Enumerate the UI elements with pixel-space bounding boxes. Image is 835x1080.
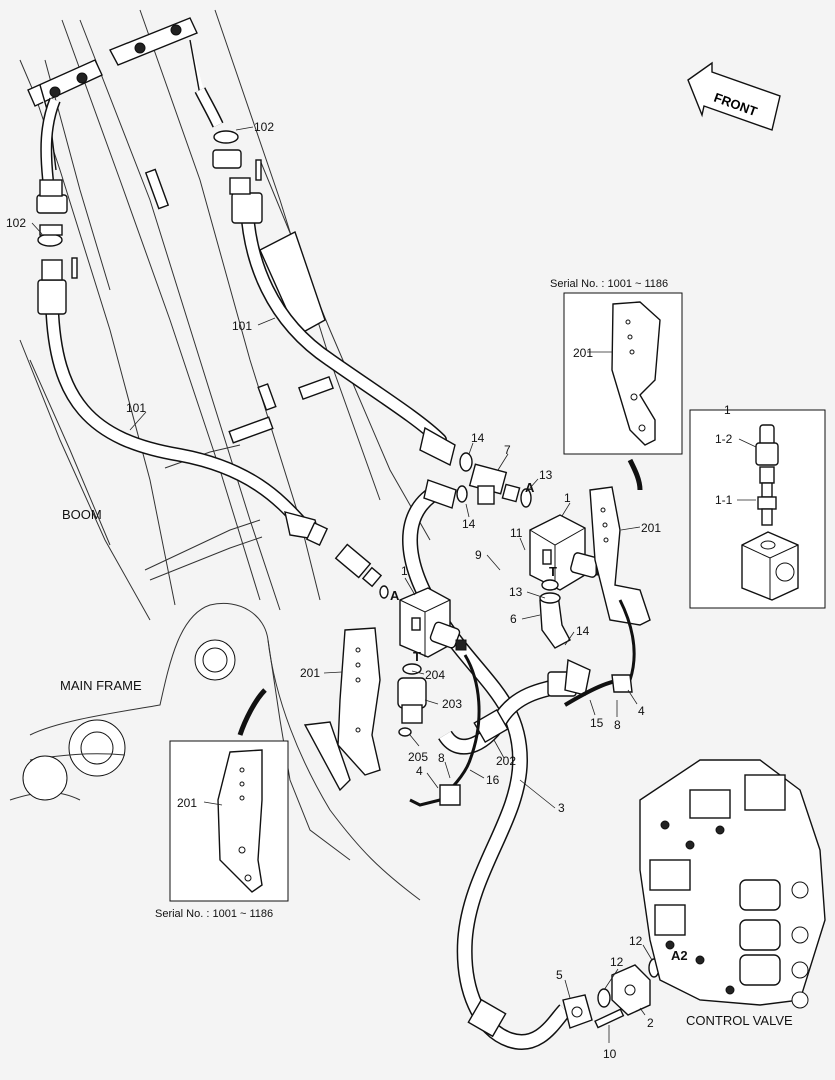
boom-crossbars xyxy=(27,17,213,171)
callout-201-upper: 201 xyxy=(641,521,661,535)
callout-A2: A2 xyxy=(671,948,688,963)
serial-label-top: Serial No. : 1001 ~ 1186 xyxy=(550,278,668,290)
callout-201-inset-top: 201 xyxy=(573,346,593,360)
inset-valve-1 xyxy=(689,409,826,609)
boom-structure xyxy=(19,9,431,621)
valve-block-1-middle xyxy=(399,587,481,802)
hose-101-right xyxy=(194,87,456,467)
callout-8-middle: 8 xyxy=(438,751,445,765)
main-frame-structure xyxy=(9,603,421,901)
callout-16: 16 xyxy=(486,773,500,787)
callout-102-top: 102 xyxy=(254,120,274,134)
callout-10: 10 xyxy=(603,1047,617,1061)
bracket-201-middle xyxy=(303,627,381,792)
callout-2: 2 xyxy=(647,1016,654,1030)
flange-5 xyxy=(562,994,593,1029)
block-2 xyxy=(611,964,651,1016)
callout-202: 202 xyxy=(496,754,516,768)
front-arrow: FRONT xyxy=(687,61,781,131)
callout-9: 9 xyxy=(475,548,482,562)
callout-204: 204 xyxy=(425,668,445,682)
control-valve xyxy=(639,759,826,1009)
main-frame-pin-inner xyxy=(202,647,228,673)
hose-101-left xyxy=(36,97,329,547)
flange-clamp-left xyxy=(39,224,63,236)
bracket-201-upper xyxy=(589,486,651,626)
callout-A-middle: A xyxy=(390,588,400,603)
callout-13-a: 13 xyxy=(539,468,553,482)
callout-14-a: 14 xyxy=(471,431,485,445)
callout-5: 5 xyxy=(556,968,563,982)
callout-11: 11 xyxy=(510,526,523,540)
callout-14-c: 14 xyxy=(576,624,590,638)
callout-14-b: 14 xyxy=(462,517,476,531)
callout-A-upper: A xyxy=(525,480,535,495)
callout-205: 205 xyxy=(408,750,428,764)
callout-101-right: 101 xyxy=(232,319,252,333)
callout-T-upper: T xyxy=(549,564,557,579)
callout-12-a: 12 xyxy=(629,934,643,948)
inset-serial-bottom: Serial No. : 1001 ~ 1186 xyxy=(155,688,289,920)
callout-1-1: 1-1 xyxy=(715,493,733,507)
main-frame-label: MAIN FRAME xyxy=(60,678,142,693)
callout-201-middle: 201 xyxy=(300,666,320,680)
callout-1-middle: 1 xyxy=(401,564,408,578)
hose-202 xyxy=(438,658,591,755)
callout-201-inset-bottom: 201 xyxy=(177,796,197,810)
callout-1-inset: 1 xyxy=(724,403,731,417)
callout-13-b: 13 xyxy=(509,585,523,599)
o-ring-102-left xyxy=(37,233,63,247)
fitting-203 xyxy=(397,663,427,737)
bolt-left xyxy=(71,257,78,279)
elbow-fitting-6 xyxy=(539,579,571,649)
control-valve-label: CONTROL VALVE xyxy=(686,1013,793,1028)
callout-101-left: 101 xyxy=(126,401,146,415)
adapter-left xyxy=(334,543,389,599)
callout-1-2: 1-2 xyxy=(715,432,733,446)
callout-leaders xyxy=(31,126,757,1043)
tee-fitting-7 xyxy=(456,452,532,508)
bolt-right xyxy=(255,159,262,181)
callout-15: 15 xyxy=(590,716,604,730)
o-ring-102-top xyxy=(213,130,239,144)
serial-label-bottom: Serial No. : 1001 ~ 1186 xyxy=(155,908,273,920)
callout-12-b: 12 xyxy=(610,955,624,969)
callout-8-upper: 8 xyxy=(614,718,621,732)
callout-1-upper: 1 xyxy=(564,491,571,505)
boom-label: BOOM xyxy=(62,507,102,522)
bolt-10 xyxy=(594,1008,625,1029)
callout-4-middle: 4 xyxy=(416,764,423,778)
inset-serial-top: Serial No. : 1001 ~ 1186 xyxy=(550,278,683,491)
callout-203: 203 xyxy=(442,697,462,711)
callout-6: 6 xyxy=(510,612,517,626)
callout-4-upper: 4 xyxy=(638,704,645,718)
pivot-pin-inner xyxy=(80,731,114,765)
callout-102-left: 102 xyxy=(6,216,26,230)
callout-T-middle: T xyxy=(413,649,421,664)
o-ring-12-a xyxy=(597,988,611,1008)
callout-7: 7 xyxy=(504,443,511,457)
callout-3: 3 xyxy=(558,801,565,815)
callouts: 102 102 101 101 14 7 13 A 14 1 201 11 9 … xyxy=(6,120,733,1061)
